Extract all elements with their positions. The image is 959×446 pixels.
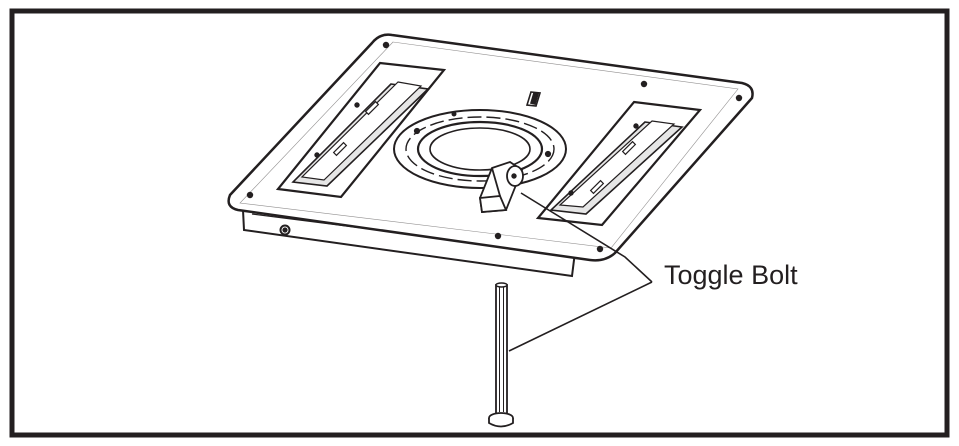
- right-slot: [535, 100, 703, 227]
- center-opening: [393, 109, 567, 189]
- center-tab: [525, 91, 542, 107]
- callout-label-toggle-bolt: Toggle Bolt: [664, 260, 798, 290]
- left-slot: [275, 61, 447, 199]
- callout-leader-lines: [508, 192, 653, 352]
- plate-holes: [246, 41, 743, 253]
- toggle-bolt-wing: [478, 161, 524, 213]
- toggle-bolt-rod: [488, 282, 514, 428]
